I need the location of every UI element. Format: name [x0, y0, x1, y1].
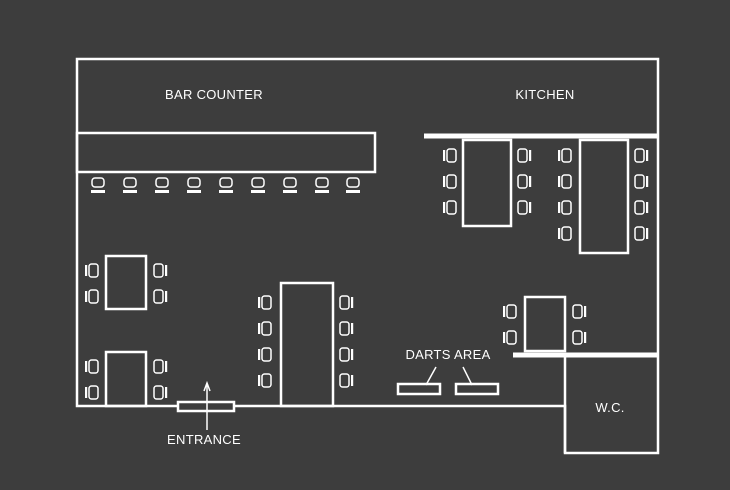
darts-pointer: [425, 366, 437, 386]
chair-icon: [85, 385, 99, 400]
chair-icon: [572, 330, 587, 345]
table: [279, 281, 335, 408]
table: [104, 350, 148, 408]
chair-icon: [85, 263, 99, 278]
chair-icon: [634, 200, 649, 215]
chair-icon: [558, 148, 572, 163]
bar-counter-label: BAR COUNTER: [165, 87, 263, 102]
chair-icon: [153, 359, 168, 374]
chair-icon: [517, 200, 532, 215]
chair-icon: [517, 174, 532, 189]
bar-stool-icon: [219, 177, 233, 193]
chair-icon: [153, 263, 168, 278]
bar-stool-icon: [346, 177, 360, 193]
chair-icon: [85, 289, 99, 304]
dartboard-icon: [454, 382, 500, 396]
bar-stool-icon: [155, 177, 169, 193]
table: [461, 138, 513, 228]
wc-label: W.C.: [595, 400, 624, 415]
dartboard-icon: [396, 382, 442, 396]
chair-icon: [443, 148, 457, 163]
bar-stool-icon: [315, 177, 329, 193]
chair-icon: [339, 295, 354, 310]
chair-icon: [558, 200, 572, 215]
chair-icon: [339, 347, 354, 362]
chair-icon: [634, 226, 649, 241]
table: [104, 254, 148, 311]
chair-icon: [503, 330, 517, 345]
chair-icon: [443, 174, 457, 189]
chair-icon: [517, 148, 532, 163]
bar-stool-icon: [123, 177, 137, 193]
bar-stool-icon: [251, 177, 265, 193]
bar-counter: [75, 131, 377, 174]
outer-wall: [75, 57, 660, 455]
table: [578, 138, 630, 255]
chair-icon: [572, 304, 587, 319]
chair-icon: [634, 148, 649, 163]
chair-icon: [258, 321, 272, 336]
chair-icon: [258, 347, 272, 362]
bar-stool-icon: [283, 177, 297, 193]
chair-icon: [85, 359, 99, 374]
door-icon: [176, 400, 236, 413]
table: [523, 295, 567, 353]
chair-icon: [153, 385, 168, 400]
chair-icon: [258, 373, 272, 388]
bar-stool-icon: [187, 177, 201, 193]
kitchen-label: KITCHEN: [515, 87, 574, 102]
chair-icon: [153, 289, 168, 304]
chair-icon: [258, 295, 272, 310]
darts-area-label: DARTS AREA: [405, 347, 490, 362]
chair-icon: [634, 174, 649, 189]
chair-icon: [339, 321, 354, 336]
chair-icon: [558, 174, 572, 189]
chair-icon: [339, 373, 354, 388]
bar-stool-icon: [91, 177, 105, 193]
chair-icon: [443, 200, 457, 215]
chair-icon: [503, 304, 517, 319]
entrance-label: ENTRANCE: [167, 432, 241, 447]
entrance-arrow-head: [203, 380, 211, 392]
chair-icon: [558, 226, 572, 241]
darts-pointer: [462, 366, 473, 386]
